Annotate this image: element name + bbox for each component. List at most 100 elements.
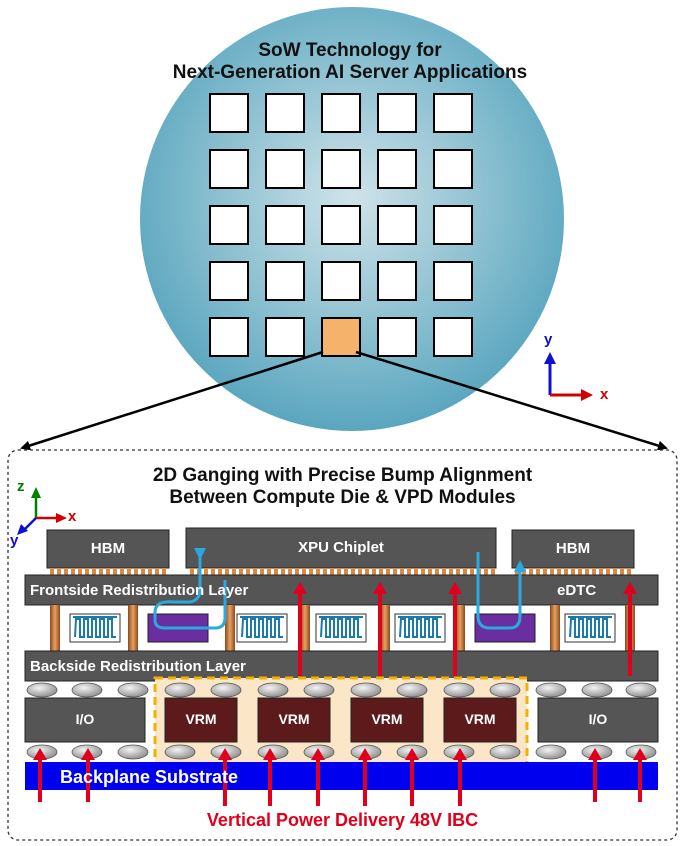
edtc-capacitor bbox=[69, 613, 121, 643]
solder-bump bbox=[26, 682, 58, 698]
micro-bump bbox=[557, 568, 561, 575]
signal-path-right bbox=[476, 552, 522, 630]
edtc-label: eDTC bbox=[557, 582, 597, 599]
die bbox=[433, 261, 473, 301]
micro-bump bbox=[386, 568, 390, 575]
micro-bump bbox=[564, 568, 568, 575]
die bbox=[265, 93, 305, 133]
micro-bump bbox=[127, 568, 131, 575]
solder-bump bbox=[71, 682, 103, 698]
power-arrow bbox=[33, 748, 47, 802]
die bbox=[265, 317, 305, 357]
micro-bump bbox=[232, 568, 236, 575]
micro-bump bbox=[141, 568, 145, 575]
backplane-label: Backplane Substrate bbox=[60, 767, 239, 787]
micro-bump bbox=[246, 568, 250, 575]
die bbox=[377, 93, 417, 133]
hbm-left-label: HBM bbox=[90, 540, 126, 557]
hbm-left-block bbox=[46, 529, 170, 569]
micro-bump bbox=[407, 568, 411, 575]
micro-bump bbox=[267, 568, 271, 575]
micro-bump bbox=[92, 568, 96, 575]
micro-bump bbox=[218, 568, 222, 575]
solder-bump bbox=[210, 682, 242, 698]
die bbox=[377, 149, 417, 189]
micro-bump bbox=[421, 568, 425, 575]
micro-bump bbox=[274, 568, 278, 575]
die bbox=[209, 261, 249, 301]
micro-bump bbox=[148, 568, 152, 575]
micro-bump bbox=[337, 568, 341, 575]
panel-axis-x-label: x bbox=[68, 508, 77, 525]
micro-bump bbox=[344, 568, 348, 575]
frontside-rdl-label: Frontside Redistribution Layer bbox=[30, 582, 249, 599]
solder-bump bbox=[489, 744, 521, 760]
copper-via bbox=[300, 605, 310, 651]
power-arrow-upper bbox=[448, 582, 462, 676]
micro-bump bbox=[204, 568, 208, 575]
vrm-block bbox=[257, 697, 331, 743]
xpu-chiplet-label: XPU Chiplet bbox=[298, 539, 384, 556]
micro-bump bbox=[309, 568, 313, 575]
io-left-block bbox=[24, 697, 146, 743]
die bbox=[433, 317, 473, 357]
copper-via bbox=[128, 605, 138, 651]
power-arrow bbox=[405, 748, 419, 806]
solder-bump bbox=[535, 744, 567, 760]
die bbox=[209, 93, 249, 133]
copper-via bbox=[380, 605, 390, 651]
micro-bump bbox=[379, 568, 383, 575]
micro-bump bbox=[316, 568, 320, 575]
micro-bump bbox=[211, 568, 215, 575]
micro-bump bbox=[470, 568, 474, 575]
io-left-label: I/O bbox=[75, 711, 95, 727]
panel-axis-y-label: y bbox=[10, 532, 19, 549]
die bbox=[321, 93, 361, 133]
solder-bump bbox=[396, 682, 428, 698]
die bbox=[377, 261, 417, 301]
die bbox=[433, 205, 473, 245]
wafer-axis-y-label: y bbox=[544, 331, 553, 348]
panel-title-line1: 2D Ganging with Precise Bump Alignment bbox=[152, 465, 533, 486]
micro-bump bbox=[435, 568, 439, 575]
wafer-axes bbox=[544, 352, 593, 401]
micro-bump bbox=[414, 568, 418, 575]
micro-bump bbox=[113, 568, 117, 575]
vrm-3-label: VRM bbox=[371, 711, 403, 727]
micro-bump bbox=[281, 568, 285, 575]
power-arrow bbox=[633, 748, 647, 802]
copper-via bbox=[50, 605, 60, 651]
micro-bump bbox=[57, 568, 61, 575]
micro-bump bbox=[106, 568, 110, 575]
backside-rdl-label: Backside Redistribution Layer bbox=[30, 658, 246, 675]
edtc-capacitor bbox=[564, 613, 616, 643]
micro-bump bbox=[606, 568, 610, 575]
solder-bump bbox=[117, 744, 149, 760]
micro-bump bbox=[550, 568, 554, 575]
power-arrow bbox=[311, 748, 325, 806]
micro-bumps bbox=[50, 568, 631, 575]
vrm-block bbox=[443, 697, 517, 743]
power-arrow-upper bbox=[293, 582, 307, 676]
power-arrow-upper bbox=[373, 582, 387, 676]
micro-bump bbox=[484, 568, 488, 575]
micro-bump bbox=[529, 568, 533, 575]
micro-bump bbox=[372, 568, 376, 575]
hbm-right-block bbox=[511, 529, 635, 569]
micro-bump bbox=[162, 568, 166, 575]
edtc-capacitor bbox=[315, 613, 367, 643]
solder-bump bbox=[489, 682, 521, 698]
power-arrow bbox=[453, 748, 467, 806]
micro-bump bbox=[288, 568, 292, 575]
micro-bump bbox=[393, 568, 397, 575]
die bbox=[209, 317, 249, 357]
die bbox=[265, 261, 305, 301]
vrm-1-label: VRM bbox=[185, 711, 217, 727]
solder-bump bbox=[164, 744, 196, 760]
vrm-4-label: VRM bbox=[464, 711, 496, 727]
panel-title-line2: Between Compute Die & VPD Modules bbox=[169, 487, 516, 508]
micro-bump bbox=[365, 568, 369, 575]
micro-bump bbox=[302, 568, 306, 575]
